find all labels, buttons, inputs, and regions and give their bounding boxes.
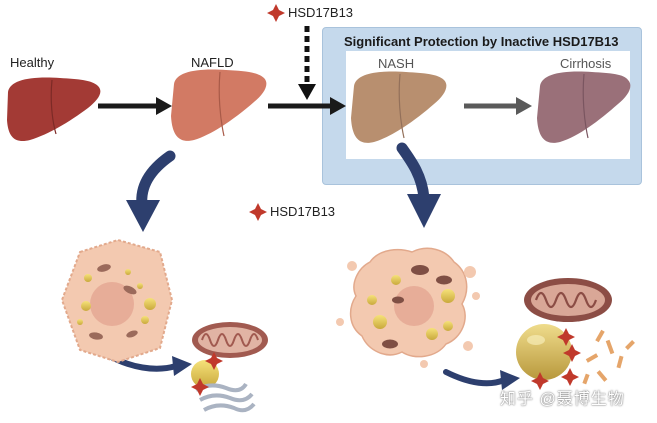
hsd17b13-star-icon-cell-6	[561, 368, 579, 386]
right-lipid-droplet	[516, 324, 572, 380]
hsd17b13-star-icon-cell-1	[205, 352, 223, 370]
nafld-liver	[171, 69, 267, 141]
protection-box-title: Significant Protection by Inactive HSD17…	[344, 34, 619, 49]
curved-arrow-nash-down	[396, 142, 441, 228]
nash-hepatocyte	[336, 247, 480, 368]
stage-label-healthy: Healthy	[10, 55, 55, 70]
hsd17b13-label-middle: HSD17B13	[270, 204, 336, 219]
nash-liver	[351, 71, 447, 143]
hsd17b13-star-icon-cell-3	[557, 328, 575, 346]
watermark: 知乎 @聂博生物	[500, 391, 625, 408]
hsd17b13-star-icon-cell-5	[531, 372, 549, 390]
stage-label-nash: NASH	[378, 56, 415, 71]
stage-label-cirrhosis: Cirrhosis	[560, 56, 612, 71]
hsd17b13-star-icon-cell-2	[191, 378, 209, 396]
arrow-healthy-to-nafld	[98, 97, 172, 115]
healthy-liver	[7, 77, 101, 142]
hsd17b13-star-icon-middle	[249, 203, 267, 221]
cirrhosis-liver	[537, 71, 631, 143]
dashed-arrow-hsd17b13	[298, 26, 316, 100]
hsd17b13-star-icon-top	[267, 4, 285, 22]
right-er-fragments	[582, 329, 635, 385]
hsd17b13-label-top: HSD17B13	[288, 5, 354, 20]
left-lipid-droplet	[191, 360, 219, 388]
nafld-hepatocyte	[60, 238, 174, 364]
right-mitochondrion	[524, 278, 612, 322]
left-mitochondrion	[192, 322, 268, 358]
arrow-nafld-to-nash	[268, 97, 346, 115]
stage-label-nafld: NAFLD	[191, 55, 234, 70]
curved-arrow-nash-cell-to-droplet	[443, 369, 520, 390]
arrow-nash-to-cirrhosis	[464, 97, 532, 115]
hsd17b13-star-icon-cell-4	[563, 344, 581, 362]
curved-arrow-nafld-down	[126, 150, 176, 232]
